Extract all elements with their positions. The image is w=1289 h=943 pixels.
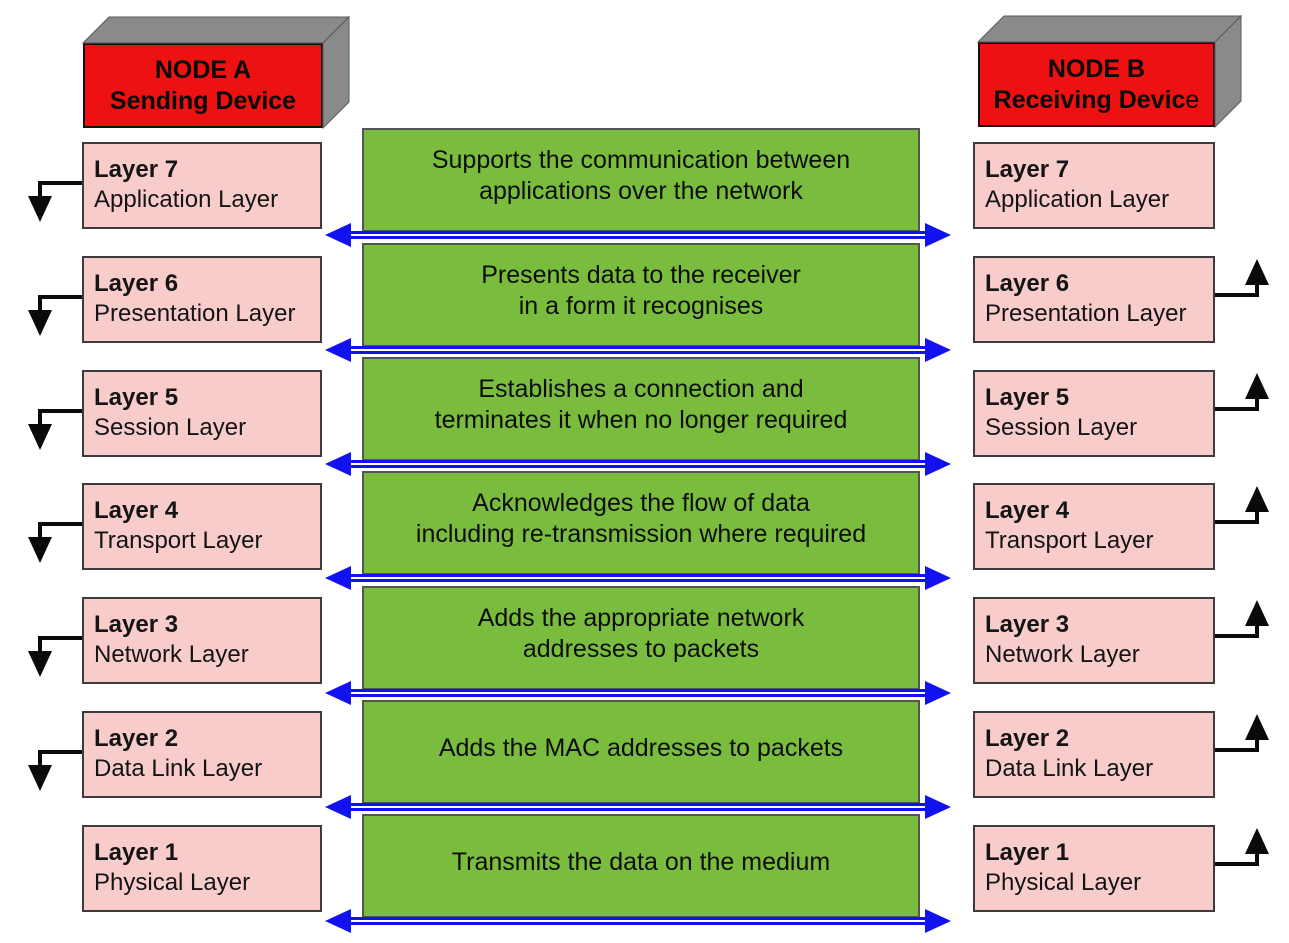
- receiver-up-arrow-layer-3: [1213, 598, 1271, 638]
- node-b-box: NODE B Receiving Device: [978, 42, 1215, 127]
- description-line: applications over the network: [479, 177, 803, 205]
- description-line: Adds the MAC addresses to packets: [438, 733, 844, 762]
- receiver-up-arrow-layer-1: [1213, 826, 1271, 866]
- layer-name: Session Layer: [985, 413, 1138, 441]
- description-line: Supports the communication between: [431, 146, 851, 174]
- layer-title: Layer 4: [985, 496, 1070, 524]
- layer-name: Physical Layer: [94, 868, 251, 896]
- description-line: including re-transmission where required: [415, 520, 867, 548]
- sender-down-arrow-layer-5: [26, 409, 84, 452]
- layer-name: Presentation Layer: [985, 299, 1187, 327]
- layer-name: Transport Layer: [94, 526, 263, 554]
- description-line: terminates it when no longer required: [434, 406, 848, 434]
- layer-title: Layer 1: [985, 838, 1070, 866]
- receiver-up-arrow-layer-6: [1213, 257, 1271, 297]
- receiver-layer-7: Layer 7 Application Layer: [973, 142, 1215, 229]
- layer-name: Presentation Layer: [94, 299, 296, 327]
- layer-name: Physical Layer: [985, 868, 1142, 896]
- receiver-up-arrow-layer-5: [1213, 371, 1271, 411]
- layer-name: Data Link Layer: [94, 754, 263, 782]
- description-layer-3: Adds the appropriate network addresses t…: [362, 586, 920, 690]
- description-layer-5: Establishes a connection and terminates …: [362, 357, 920, 461]
- sender-layer-5: Layer 5 Session Layer: [82, 370, 322, 457]
- layer-title: Layer 3: [94, 610, 179, 638]
- node-a-box: NODE A Sending Device: [83, 43, 323, 128]
- description-line: Establishes a connection and: [478, 375, 804, 403]
- description-line: addresses to packets: [522, 635, 760, 663]
- description-layer-6: Presents data to the receiver in a form …: [362, 243, 920, 347]
- receiver-layer-6: Layer 6 Presentation Layer: [973, 256, 1215, 343]
- layer-title: Layer 7: [94, 155, 179, 183]
- layer-title: Layer 1: [94, 838, 179, 866]
- description-line: Adds the appropriate network: [477, 604, 805, 632]
- receiver-layer-1: Layer 1 Physical Layer: [973, 825, 1215, 912]
- node-b-subtitle: Receiving Device: [993, 85, 1200, 114]
- layer-name: Data Link Layer: [985, 754, 1154, 782]
- description-line: Transmits the data on the medium: [451, 847, 831, 876]
- receiver-layer-3: Layer 3 Network Layer: [973, 597, 1215, 684]
- sender-down-arrow-layer-6: [26, 295, 84, 338]
- sender-layer-7: Layer 7 Application Layer: [82, 142, 322, 229]
- layer-name: Transport Layer: [985, 526, 1154, 554]
- description-layer-4: Acknowledges the flow of data including …: [362, 471, 920, 575]
- layer-name: Network Layer: [985, 640, 1140, 668]
- sender-layer-4: Layer 4 Transport Layer: [82, 483, 322, 570]
- node-b-3d-top-face: [976, 15, 1243, 43]
- sender-layer-3: Layer 3 Network Layer: [82, 597, 322, 684]
- description-layer-2: Adds the MAC addresses to packets: [362, 700, 920, 804]
- receiver-up-arrow-layer-4: [1213, 484, 1271, 524]
- layer-name: Session Layer: [94, 413, 247, 441]
- sender-layer-2: Layer 2 Data Link Layer: [82, 711, 322, 798]
- sender-down-arrow-layer-7: [26, 181, 84, 224]
- sender-layer-1: Layer 1 Physical Layer: [82, 825, 322, 912]
- layer-title: Layer 6: [985, 269, 1070, 297]
- layer-title: Layer 6: [94, 269, 179, 297]
- layer-name: Network Layer: [94, 640, 249, 668]
- receiver-up-arrow-layer-2: [1213, 712, 1271, 752]
- node-a-subtitle: Sending Device: [109, 86, 297, 115]
- description-line: in a form it recognises: [518, 292, 764, 320]
- layer-name: Application Layer: [985, 185, 1170, 213]
- description-line: Acknowledges the flow of data: [472, 489, 810, 517]
- layer-title: Layer 5: [94, 383, 179, 411]
- node-a-title: NODE A: [154, 55, 252, 84]
- layer-name: Application Layer: [94, 185, 279, 213]
- layer-title: Layer 2: [985, 724, 1070, 752]
- node-b-title: NODE B: [1047, 54, 1146, 83]
- receiver-layer-2: Layer 2 Data Link Layer: [973, 711, 1215, 798]
- layer-title: Layer 4: [94, 496, 179, 524]
- receiver-layer-5: Layer 5 Session Layer: [973, 370, 1215, 457]
- sender-down-arrow-layer-3: [26, 636, 84, 679]
- sender-layer-6: Layer 6 Presentation Layer: [82, 256, 322, 343]
- layer-title: Layer 5: [985, 383, 1070, 411]
- description-layer-1: Transmits the data on the medium: [362, 814, 920, 918]
- node-a-3d-top-face: [81, 16, 351, 44]
- node-b-subtitle-tail: e: [1185, 85, 1200, 114]
- layer-title: Layer 2: [94, 724, 179, 752]
- description-line: Presents data to the receiver: [481, 261, 801, 289]
- node-b-3d-side-face: [1214, 14, 1242, 129]
- layer-title: Layer 7: [985, 155, 1070, 183]
- receiver-layer-4: Layer 4 Transport Layer: [973, 483, 1215, 570]
- layer-title: Layer 3: [985, 610, 1070, 638]
- description-layer-7: Supports the communication between appli…: [362, 128, 920, 232]
- node-a-3d-side-face: [322, 15, 350, 130]
- sender-down-arrow-layer-4: [26, 522, 84, 565]
- sender-down-arrow-layer-2: [26, 750, 84, 793]
